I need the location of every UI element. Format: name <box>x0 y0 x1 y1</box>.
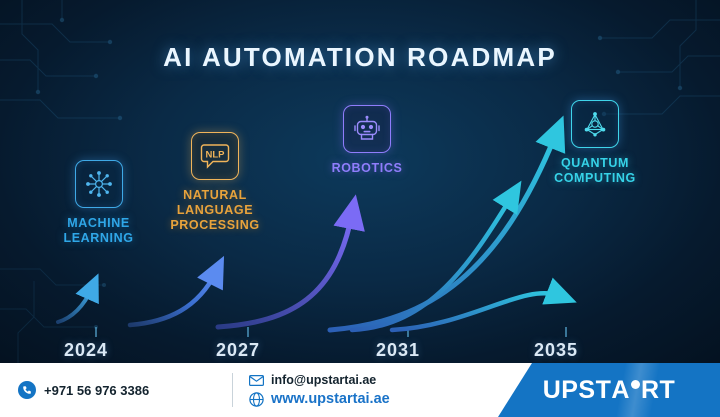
node-label-line1: MACHINE <box>67 216 130 230</box>
curve-nlp <box>127 255 225 328</box>
footer-bar: +971 56 976 3386 info@upstartai.ae www.u… <box>0 363 720 417</box>
globe-icon <box>249 391 264 407</box>
footer-contact: info@upstartai.ae www.upstartai.ae <box>233 373 720 407</box>
axis-label-2035: 2035 <box>534 340 579 360</box>
axis-label-2024: 2024 <box>64 340 109 360</box>
footer-email-row[interactable]: info@upstartai.ae <box>249 373 720 387</box>
robot-icon <box>343 105 391 153</box>
email-address: info@upstartai.ae <box>271 373 377 387</box>
brand-text-part2: A <box>611 375 630 404</box>
curve-quantum-down <box>389 277 577 333</box>
node-robotics[interactable]: ROBOTICS <box>292 105 442 176</box>
curve-machine-learning <box>56 273 99 324</box>
node-nlp[interactable]: NLP NATURAL LANGUAGE PROCESSING <box>140 132 290 232</box>
footer-phone[interactable]: +971 56 976 3386 <box>0 381 232 399</box>
neural-network-icon <box>74 160 123 208</box>
node-label-line2: LANGUAGE <box>176 202 254 217</box>
phone-number: +971 56 976 3386 <box>44 382 150 398</box>
brand-text-part1: UPST <box>542 375 612 404</box>
node-label-line2: LEARNING <box>63 230 134 245</box>
page-title: AI AUTOMATION ROADMAP <box>163 42 557 72</box>
speech-bubble-icon: NLP <box>191 132 239 180</box>
curve-quantum-up <box>327 115 566 333</box>
footer-divider <box>232 373 233 407</box>
node-label-line3: PROCESSING <box>170 217 260 232</box>
node-label-line1: ROBOTICS <box>331 161 403 175</box>
curve-quantum-mid <box>349 180 522 333</box>
node-label-line1: NATURAL <box>183 188 247 202</box>
brand-text-part3: RT <box>640 375 676 404</box>
node-quantum-computing[interactable]: QUANTUM COMPUTING <box>500 100 690 186</box>
axis-label-2031: 2031 <box>376 340 421 360</box>
node-machine-learning[interactable]: MACHINE LEARNING <box>26 160 171 246</box>
axis-label-2027: 2027 <box>216 340 261 360</box>
node-label-line1: QUANTUM <box>560 156 630 170</box>
brand-dot-icon <box>630 380 640 389</box>
node-label-line2: COMPUTING <box>554 170 636 185</box>
curve-robotics <box>215 194 365 330</box>
website-url: www.upstartai.ae <box>271 391 390 407</box>
envelope-icon <box>249 374 264 386</box>
footer-website-row[interactable]: www.upstartai.ae <box>249 391 720 407</box>
nlp-icon-text: NLP <box>206 150 226 161</box>
atom-node-icon <box>571 100 619 148</box>
phone-icon <box>18 381 36 399</box>
